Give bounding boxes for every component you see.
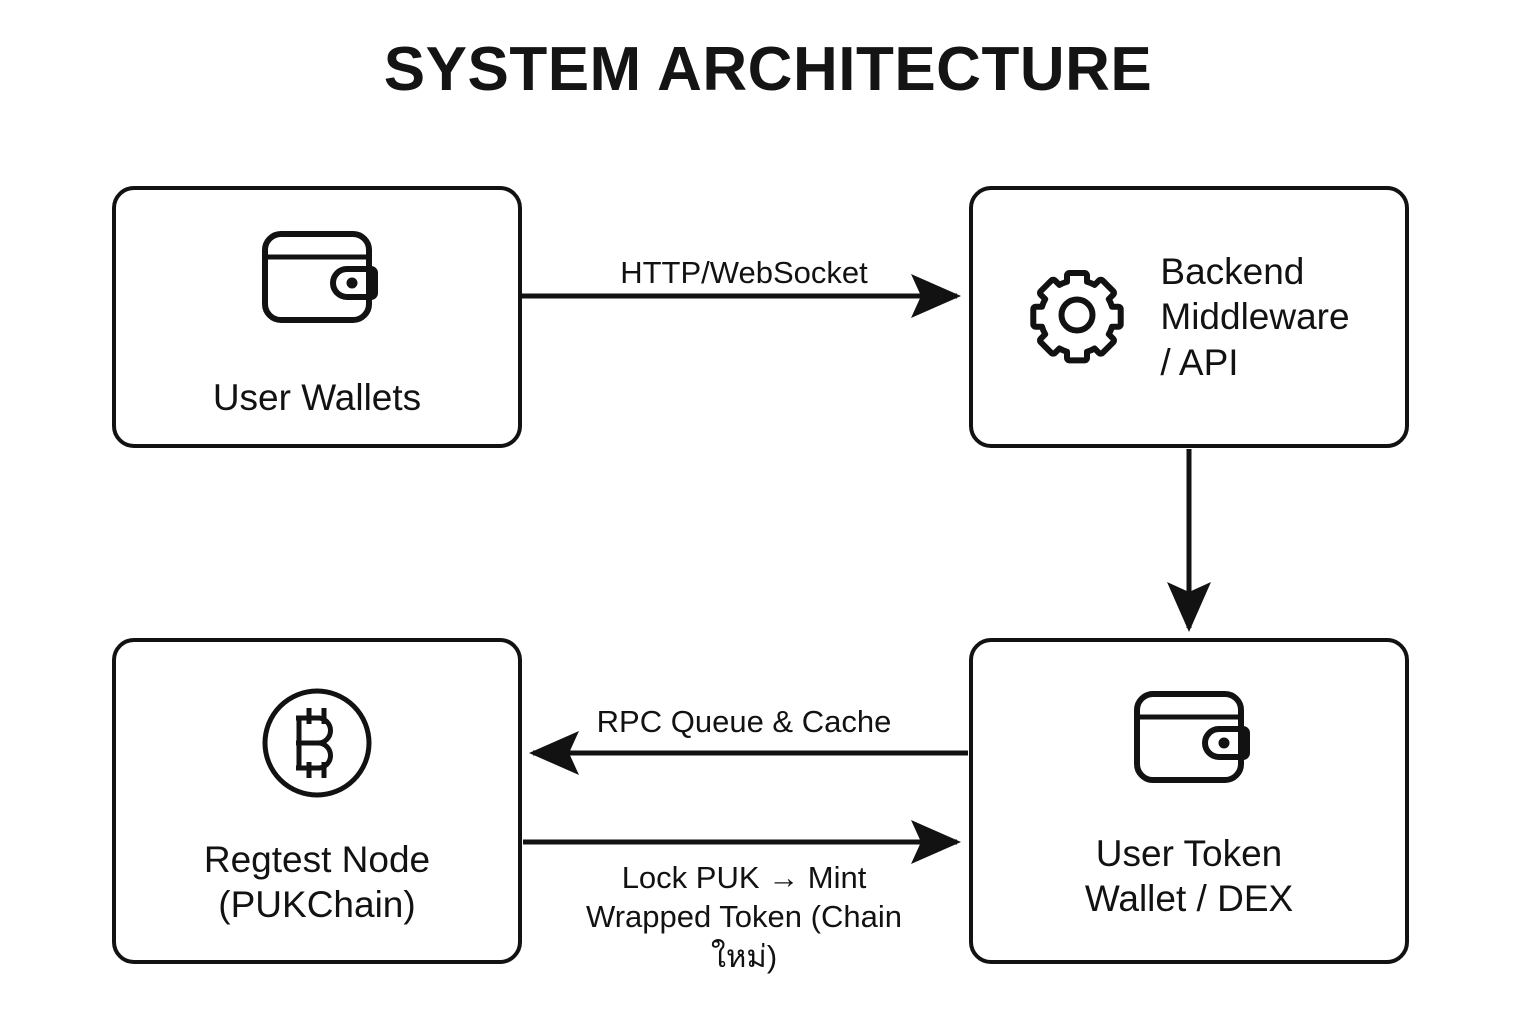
node-regtest-pukchain-label: Regtest Node (PUKChain) bbox=[203, 839, 431, 926]
edge-label-rpc-queue-cache: RPC Queue & Cache bbox=[596, 704, 892, 739]
node-user-token-wallet-dex[interactable]: User Token Wallet / DEX bbox=[969, 638, 1409, 964]
node-user-token-wallet-dex-label: User Token Wallet / DEX bbox=[1084, 833, 1294, 920]
node-backend-middleware-label: Backend Middleware / API bbox=[1160, 251, 1350, 383]
node-regtest-pukchain[interactable]: Regtest Node (PUKChain) bbox=[112, 638, 522, 964]
wallet-icon bbox=[251, 224, 383, 341]
edge-label-http-websocket: HTTP/WebSocket bbox=[620, 255, 868, 290]
bitcoin-icon bbox=[258, 684, 376, 807]
gear-icon bbox=[1028, 266, 1126, 369]
node-backend-middleware[interactable]: Backend Middleware / API bbox=[969, 186, 1409, 448]
wallet-icon bbox=[1123, 684, 1255, 801]
node-user-wallets-label: User Wallets bbox=[212, 377, 422, 418]
edge-label-lock-mint: Lock PUK → Mint Wrapped Token (Chain ใหม… bbox=[586, 860, 902, 974]
page-title: SYSTEM ARCHITECTURE bbox=[383, 35, 1153, 104]
node-user-wallets[interactable]: User Wallets bbox=[112, 186, 522, 448]
